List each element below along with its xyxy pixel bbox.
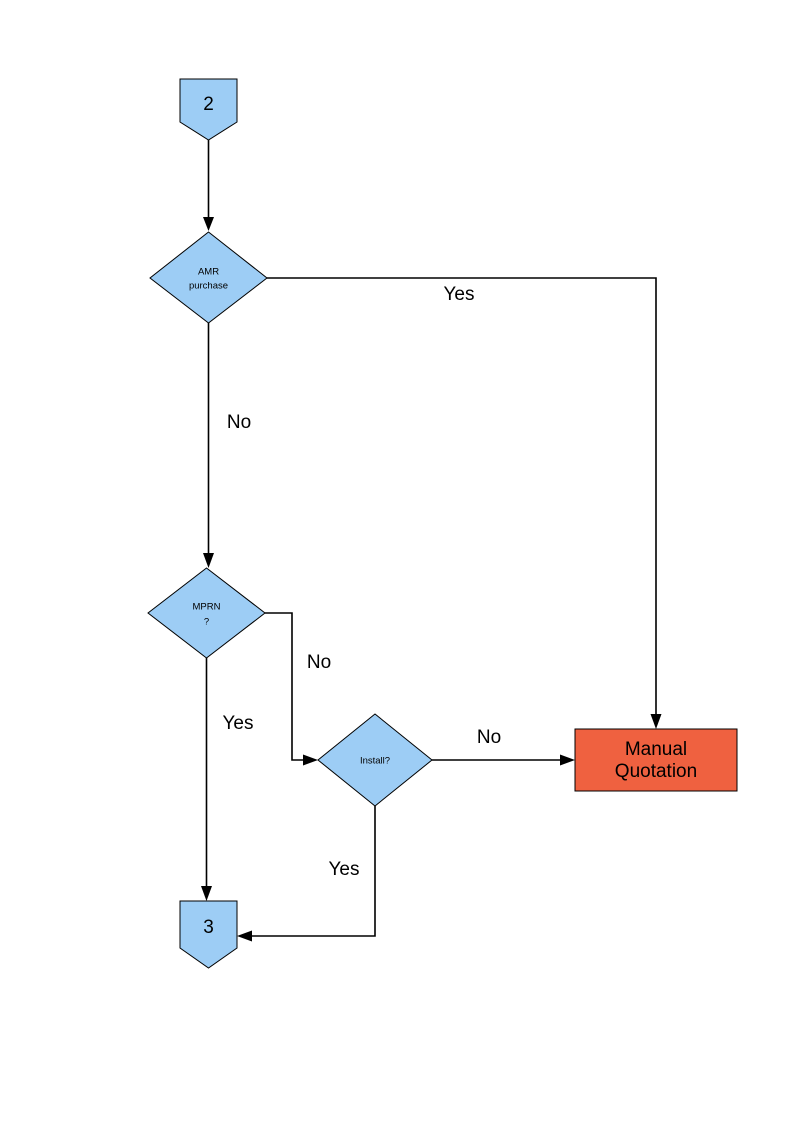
edge-start-to-amr	[203, 140, 214, 231]
diamond-shape[interactable]	[149, 231, 268, 324]
arrow-head-icon	[303, 754, 318, 766]
edge-line	[248, 806, 376, 937]
edge-label-yes: Yes	[223, 713, 254, 734]
node-label-line-1: MPRN	[193, 602, 221, 613]
edge-line	[267, 277, 657, 718]
arrow-head-icon	[237, 930, 252, 942]
diamond-shape[interactable]	[147, 567, 266, 659]
edge-install-yes-to-connector-3: Yes	[237, 806, 376, 942]
node-label-line-1: Manual	[625, 739, 687, 760]
node-process-manual-quotation[interactable]: Manual Quotation	[574, 728, 738, 792]
node-decision-amr[interactable]: AMR purchase	[149, 231, 268, 324]
edge-amr-yes-to-manual-quotation: Yes	[267, 277, 662, 729]
node-label: 2	[203, 94, 214, 115]
node-decision-install[interactable]: Install?	[317, 713, 433, 807]
edge-install-no-to-manual-quotation: No	[432, 727, 575, 766]
node-decision-mprn[interactable]: MPRN ?	[147, 567, 266, 659]
edge-line	[265, 612, 307, 761]
node-connector-2[interactable]: 2	[179, 78, 238, 141]
rectangle-shape[interactable]	[574, 728, 738, 792]
edge-label-no: No	[477, 727, 501, 748]
node-label: 3	[203, 917, 214, 938]
edge-label-no: No	[227, 412, 251, 433]
node-connector-3[interactable]: 3	[179, 900, 238, 969]
arrow-head-icon	[560, 754, 575, 766]
edge-label-no: No	[307, 652, 331, 673]
edge-amr-no-to-mprn: No	[203, 322, 251, 568]
edge-label-yes: Yes	[329, 859, 360, 880]
edge-label-yes: Yes	[444, 284, 475, 305]
node-label-line-2: ?	[204, 617, 209, 628]
edge-mprn-yes-to-connector-3: Yes	[201, 658, 254, 901]
pentagon-down-shape[interactable]	[179, 78, 238, 141]
node-label-line-2: Quotation	[615, 761, 697, 782]
node-label-line-2: purchase	[189, 281, 228, 292]
arrow-head-icon	[201, 886, 212, 901]
arrow-head-icon	[203, 553, 214, 568]
arrow-head-icon	[650, 714, 662, 729]
edge-mprn-no-to-install: No	[265, 612, 331, 766]
pentagon-down-shape[interactable]	[179, 900, 238, 969]
node-label: Install?	[360, 756, 390, 767]
diamond-shape[interactable]	[317, 713, 433, 807]
arrow-head-icon	[203, 217, 214, 231]
node-label-line-1: AMR	[198, 267, 219, 278]
